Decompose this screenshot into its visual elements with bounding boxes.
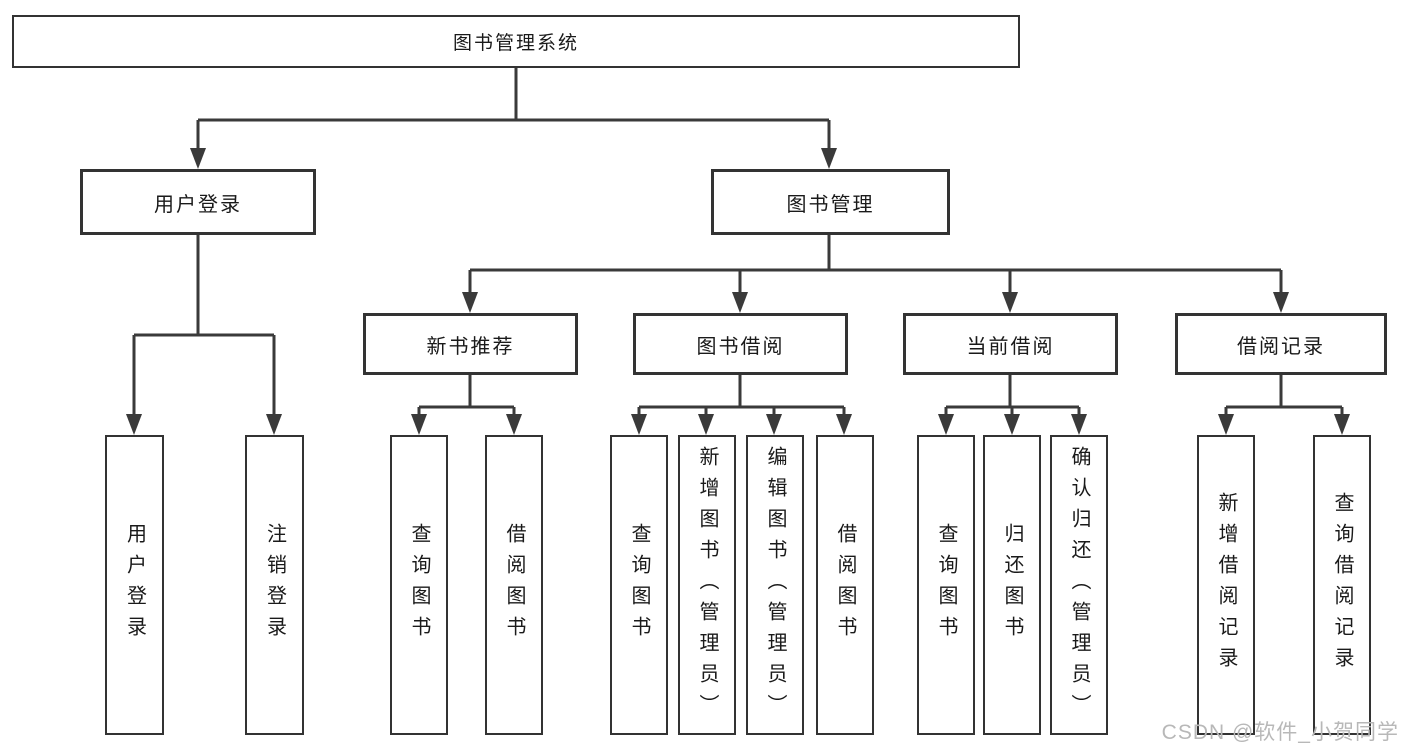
leaf-label: 借阅图书 (503, 523, 525, 647)
node-label: 图书管理系统 (452, 33, 579, 54)
node-current-borrowing: 当前借阅 (903, 313, 1118, 375)
leaf-logout: 注销登录 (245, 435, 304, 735)
leaf-label: 查询图书 (408, 523, 430, 647)
csdn-watermark: CSDN @软件_小贺同学 (1161, 721, 1399, 744)
arrowhead-icons (126, 148, 1350, 435)
leaf-user-login: 用户登录 (105, 435, 164, 735)
leaf-borrow-books: 借阅图书 (816, 435, 874, 735)
leaf-query-books: 查询图书 (610, 435, 668, 735)
node-book-borrowing: 图书借阅 (633, 313, 848, 375)
leaf-label: 用户登录 (123, 523, 146, 647)
leaf-label: 注销登录 (263, 523, 286, 647)
leaf-label: 新增借阅记录 (1215, 492, 1237, 678)
node-book-management-branch: 图书管理 (711, 169, 950, 235)
leaf-label: 查询图书 (628, 523, 650, 647)
node-label: 借阅记录 (1237, 335, 1325, 358)
leaf-query-borrow-record: 查询借阅记录 (1313, 435, 1371, 735)
leaf-label: 新增图书（管理员） (696, 445, 718, 725)
node-label: 当前借阅 (966, 335, 1055, 358)
leaf-borrow-books-recommend: 借阅图书 (485, 435, 543, 735)
node-label: 图书借阅 (696, 335, 785, 358)
node-borrow-records: 借阅记录 (1175, 313, 1387, 375)
node-label: 新书推荐 (426, 335, 515, 358)
leaf-add-borrow-record: 新增借阅记录 (1197, 435, 1255, 735)
node-root-system: 图书管理系统 (12, 15, 1020, 68)
leaf-query-books-recommend: 查询图书 (390, 435, 448, 735)
leaf-label: 借阅图书 (834, 523, 856, 647)
leaf-return-books: 归还图书 (983, 435, 1041, 735)
leaf-query-books-current: 查询图书 (917, 435, 975, 735)
node-new-book-recommend: 新书推荐 (363, 313, 578, 375)
leaf-label: 编辑图书（管理员） (764, 445, 786, 725)
leaf-confirm-return-admin: 确认归还（管理员） (1050, 435, 1108, 735)
leaf-label: 确认归还（管理员） (1068, 445, 1090, 725)
node-label: 图书管理 (786, 193, 875, 216)
leaf-add-books-admin: 新增图书（管理员） (678, 435, 736, 735)
leaf-label: 归还图书 (1001, 523, 1023, 647)
leaf-label: 查询图书 (935, 523, 957, 647)
leaf-label: 查询借阅记录 (1331, 492, 1353, 678)
node-label: 用户登录 (154, 193, 242, 216)
leaf-edit-books-admin: 编辑图书（管理员） (746, 435, 804, 735)
node-user-login-branch: 用户登录 (80, 169, 316, 235)
